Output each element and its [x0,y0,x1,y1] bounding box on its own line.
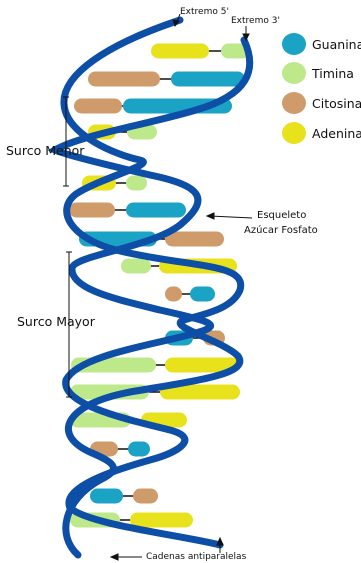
base-pair [90,489,158,504]
citosina-base [133,489,158,504]
timina-base [126,176,147,191]
adenina-base [130,513,193,528]
citosina-swatch [282,92,306,114]
guanina-base [126,203,186,218]
citosina-base [69,203,115,218]
base-pair [69,203,186,218]
surco-mayor-label: Surco Mayor [17,316,95,329]
legend-label: Guanina [312,37,361,52]
backbone-strand-b [55,40,250,545]
legend-item-citosina: Citosina [282,92,361,114]
timina-swatch [282,62,306,84]
citosina-base [88,72,160,87]
legend-label: Citosina [312,96,361,111]
legend-item-adenina: Adenina [282,122,361,144]
citosina-base [165,287,182,302]
cadenas-arrowhead-left [111,554,118,560]
timina-base [121,259,151,274]
esqueleto-arrowhead [207,213,214,219]
esqueleto-label: Esqueleto [257,211,306,221]
surco-menor-label: Surco Menor [6,145,84,158]
extremo-3-label: Extremo 3' [231,17,280,26]
azucar-fosfato-label: Azúcar Fosfato [244,226,318,236]
guanina-base [190,287,215,302]
legend-item-timina: Timina [282,62,354,84]
legend-item-guanina: Guanina [282,33,361,55]
base-pair [165,287,215,302]
guanina-base [90,489,123,504]
citosina-base [165,232,224,247]
base-pair [151,44,250,59]
cadenas-antiparalelas-label: Cadenas antiparalelas [146,553,246,562]
guanina-base [128,442,150,457]
legend-label: Adenina [312,126,361,141]
adenina-base [151,44,209,59]
adenina-swatch [282,122,306,144]
base-pair [88,72,245,87]
guanina-swatch [282,33,306,55]
guanina-base [171,72,245,87]
esqueleto-arrow [210,216,252,218]
citosina-base [74,99,122,114]
extremo-5-label: Extremo 5' [180,8,229,17]
legend-label: Timina [312,66,354,81]
